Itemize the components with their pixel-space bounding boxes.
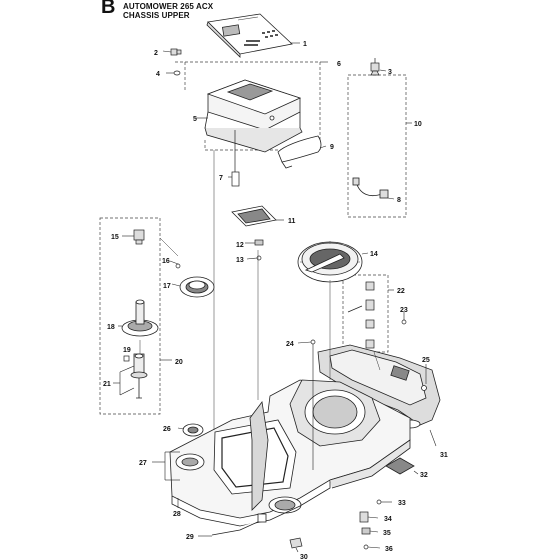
part-screw-23 xyxy=(401,319,407,325)
callout-12: 12 xyxy=(236,242,244,249)
part-washer-4 xyxy=(173,70,181,76)
model-name: AUTOMOWER 265 ACX xyxy=(123,2,214,11)
callout-4: 4 xyxy=(156,71,160,78)
callout-30: 30 xyxy=(300,554,308,560)
part-screw-2 xyxy=(170,48,182,56)
part-cable-7 xyxy=(231,130,240,187)
part-bracket-9 xyxy=(277,135,322,169)
callout-35: 35 xyxy=(383,530,391,537)
part-main-body xyxy=(169,379,411,527)
callout-labels: 1 2 3 4 5 6 7 8 9 10 11 12 13 14 15 16 1… xyxy=(103,41,448,560)
callout-21: 21 xyxy=(103,381,111,388)
callout-25: 25 xyxy=(422,357,430,364)
part-screw-36 xyxy=(363,544,369,550)
callout-2: 2 xyxy=(154,50,158,57)
callout-24: 24 xyxy=(286,341,294,348)
callout-15: 15 xyxy=(111,234,119,241)
part-clip-30 xyxy=(289,537,303,549)
callout-20: 20 xyxy=(175,359,183,366)
part-main-cover xyxy=(204,79,303,153)
callout-16: 16 xyxy=(162,258,170,265)
part-control-panel-cover xyxy=(206,13,293,58)
part-ring-17 xyxy=(179,276,215,298)
part-connector-3 xyxy=(370,58,380,76)
callout-36: 36 xyxy=(385,546,393,553)
part-screw-13 xyxy=(256,255,262,261)
group-box-22 xyxy=(342,274,389,353)
callout-14: 14 xyxy=(370,251,378,258)
callout-5: 5 xyxy=(193,116,197,123)
callout-28: 28 xyxy=(173,511,181,518)
leader-lines xyxy=(113,42,437,553)
part-screw-16 xyxy=(175,263,181,269)
callout-22: 22 xyxy=(397,288,405,295)
callout-26: 26 xyxy=(163,426,171,433)
callout-13: 13 xyxy=(236,257,244,264)
callout-34: 34 xyxy=(384,516,392,523)
callout-32: 32 xyxy=(420,472,428,479)
guide-lines xyxy=(139,150,381,430)
callout-8: 8 xyxy=(397,197,401,204)
callout-6: 6 xyxy=(337,61,341,68)
callout-19: 19 xyxy=(123,347,131,354)
callout-23: 23 xyxy=(400,307,408,314)
part-chassis-plate xyxy=(317,344,441,429)
part-screw-24 xyxy=(310,339,316,345)
part-clip-35 xyxy=(361,527,371,535)
callout-9: 9 xyxy=(330,144,334,151)
part-shaft-18 xyxy=(121,299,159,337)
group-box-20 xyxy=(99,217,161,415)
callout-33: 33 xyxy=(398,500,406,507)
part-screw-33 xyxy=(376,499,382,505)
part-height-knob xyxy=(297,241,363,283)
callout-31: 31 xyxy=(440,452,448,459)
part-motor-21 xyxy=(130,353,148,399)
callout-11: 11 xyxy=(288,218,296,225)
callout-1: 1 xyxy=(303,41,307,48)
part-cap-15 xyxy=(133,229,145,245)
part-harness-8 xyxy=(352,177,389,199)
callout-10: 10 xyxy=(414,121,422,128)
part-cable-29 xyxy=(211,513,267,536)
callout-17: 17 xyxy=(163,283,171,290)
part-clip-34 xyxy=(359,511,369,523)
part-clip-12 xyxy=(254,239,264,246)
group-box-10 xyxy=(347,74,407,218)
callout-3: 3 xyxy=(388,69,392,76)
callout-27: 27 xyxy=(139,460,147,467)
part-sensor-set-22 xyxy=(347,281,375,349)
callout-29: 29 xyxy=(186,534,194,541)
callout-18: 18 xyxy=(107,324,115,331)
part-gasket-26 xyxy=(182,423,204,437)
section-name: CHASSIS UPPER xyxy=(123,11,190,20)
part-pad-32 xyxy=(385,457,415,475)
part-screw-19 xyxy=(123,355,130,362)
section-letter: B xyxy=(101,0,116,18)
part-flap-11 xyxy=(231,205,277,227)
callout-7: 7 xyxy=(219,175,223,182)
